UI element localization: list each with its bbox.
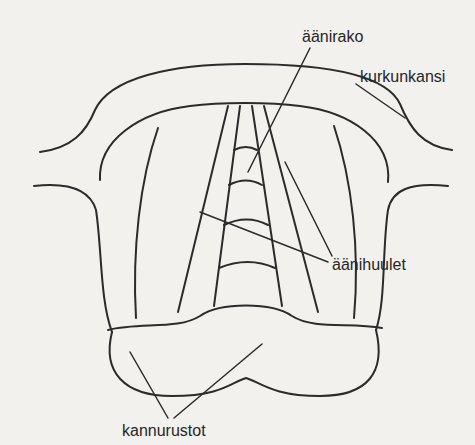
vestibular-fold [334, 126, 356, 318]
epiglottis-outline [40, 64, 452, 152]
part-label: kannurustot [120, 422, 208, 440]
part-label: äänihuulet [330, 256, 408, 274]
larynx-outline [34, 185, 112, 332]
part-label: äänirako [300, 28, 365, 46]
leader-line [356, 84, 405, 118]
leader-line [174, 344, 262, 418]
vocal-fold [264, 106, 318, 312]
tracheal-ring [219, 262, 275, 268]
vocal-fold [178, 106, 228, 312]
part-label: kurkunkansi [358, 68, 447, 86]
tracheal-ring [234, 147, 257, 150]
leader-line [200, 212, 328, 262]
leader-line [285, 162, 332, 256]
tracheal-ring [229, 181, 262, 186]
arytenoid-edge [108, 306, 382, 331]
vocal-fold [214, 106, 240, 306]
leader-line [130, 352, 168, 418]
leader-line [248, 48, 310, 172]
vocal-fold [252, 106, 282, 306]
vestibular-fold [135, 128, 158, 318]
